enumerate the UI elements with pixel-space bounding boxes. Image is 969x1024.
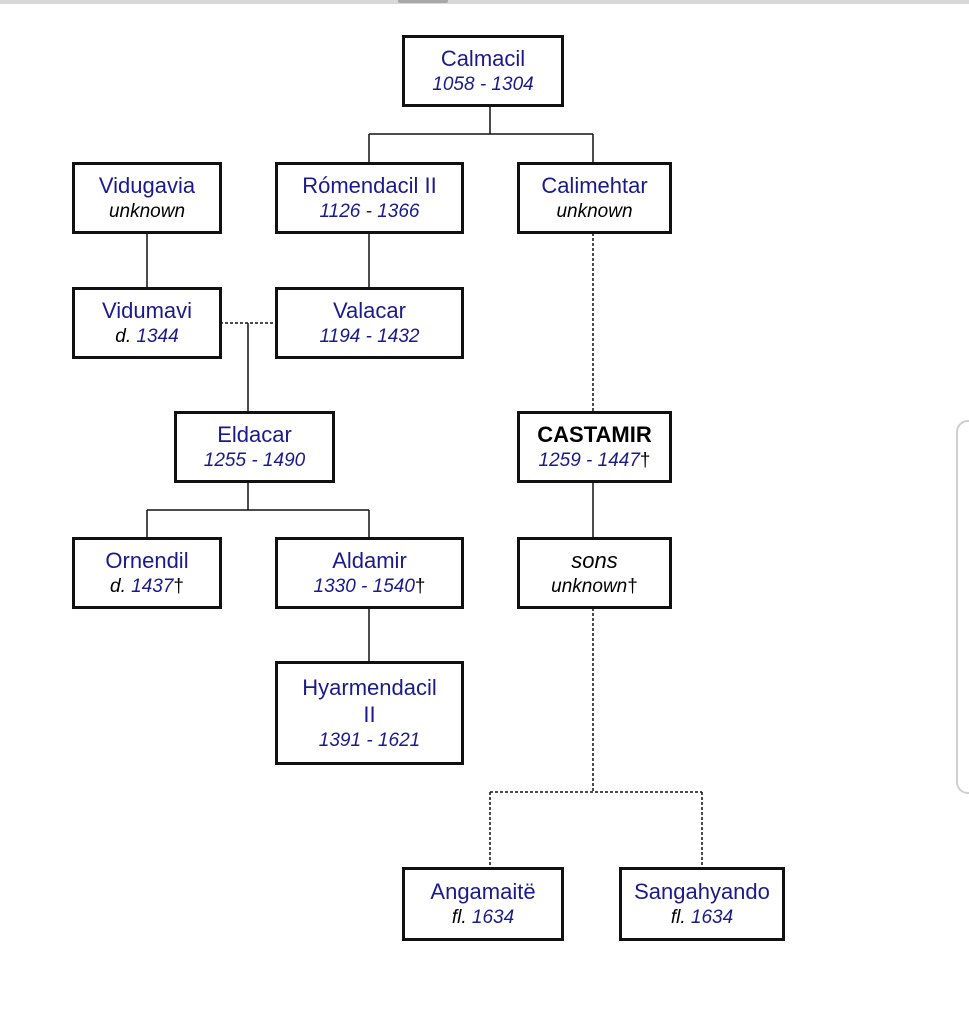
node-sons: sons unknown† [517,537,672,609]
node-sangahyando-year: 1634 [690,906,734,928]
node-castamir-years: 1259 - 1447 [538,449,640,471]
node-angamaite-year: 1634 [471,906,515,928]
node-hyarmendacil: Hyarmendacil II 1391 - 1621 [275,661,464,765]
node-eldacar-dates: 1255 - 1490 [203,449,306,471]
node-sons-dates: unknown† [551,575,638,599]
node-aldamir-years: 1330 - 1540 [313,575,415,597]
node-romendacil-name[interactable]: Rómendacil II [302,173,437,199]
node-castamir-name: CASTAMIR [537,422,652,448]
node-calimehtar: Calimehtar unknown [517,162,672,234]
node-eldacar-name[interactable]: Eldacar [217,422,292,448]
node-ornendil-prefix: d. [110,575,132,597]
node-valacar-name[interactable]: Valacar [333,298,406,324]
node-aldamir: Aldamir 1330 - 1540† [275,537,464,609]
node-castamir: CASTAMIR 1259 - 1447† [517,411,672,483]
node-eldacar: Eldacar 1255 - 1490 [174,411,335,483]
node-hyarmendacil-name-line1[interactable]: Hyarmendacil [302,674,437,700]
node-vidumavi-name[interactable]: Vidumavi [101,298,193,324]
node-castamir-dates: 1259 - 1447† [539,449,651,473]
node-castamir-dagger: † [639,449,651,471]
node-calimehtar-dates: unknown [556,200,633,222]
node-sons-status: unknown [551,575,628,597]
node-ornendil-dagger: † [173,575,184,597]
node-sangahyando: Sangahyando fl. 1634 [619,867,785,941]
node-ornendil: Ornendil d. 1437† [72,537,222,609]
node-calmacil: Calmacil 1058 - 1304 [402,35,564,107]
node-angamaite: Angamaitë fl. 1634 [402,867,564,941]
node-valacar-dates: 1194 - 1432 [319,325,420,347]
node-valacar: Valacar 1194 - 1432 [275,287,464,359]
node-calmacil-name[interactable]: Calmacil [440,46,526,72]
node-aldamir-dagger: † [414,575,426,597]
node-romendacil-dates: 1126 - 1366 [319,200,420,222]
node-vidugavia-name[interactable]: Vidugavia [98,173,196,199]
node-vidugavia: Vidugavia unknown [72,162,222,234]
node-sangahyando-name[interactable]: Sangahyando [634,879,770,905]
node-aldamir-dates: 1330 - 1540† [314,575,426,599]
node-sons-name: sons [571,548,618,574]
node-vidumavi-dates: d. 1344 [115,325,178,349]
side-scroll-handle[interactable] [956,420,969,794]
node-calmacil-dates: 1058 - 1304 [432,73,534,95]
top-notch [398,0,448,3]
node-calimehtar-name[interactable]: Calimehtar [541,173,648,199]
node-aldamir-name[interactable]: Aldamir [332,548,407,574]
node-vidumavi-year: 1344 [136,325,179,347]
node-angamaite-dates: fl. 1634 [452,906,514,930]
top-status-bar [0,0,969,4]
node-ornendil-year: 1437 [131,575,174,597]
node-angamaite-prefix: fl. [451,906,472,928]
node-ornendil-name[interactable]: Ornendil [105,548,189,574]
node-hyarmendacil-dates: 1391 - 1621 [318,729,421,751]
node-ornendil-dates: d. 1437† [110,575,184,599]
node-angamaite-name[interactable]: Angamaitë [430,879,536,905]
node-romendacil: Rómendacil II 1126 - 1366 [275,162,464,234]
node-sons-dagger: † [627,575,638,597]
node-hyarmendacil-name-line2[interactable]: II [363,702,376,728]
node-vidumavi-prefix: d. [115,325,137,347]
node-sangahyando-prefix: fl. [670,906,691,928]
node-sangahyando-dates: fl. 1634 [671,906,733,930]
node-vidumavi: Vidumavi d. 1344 [72,287,222,359]
node-vidugavia-dates: unknown [108,200,186,222]
